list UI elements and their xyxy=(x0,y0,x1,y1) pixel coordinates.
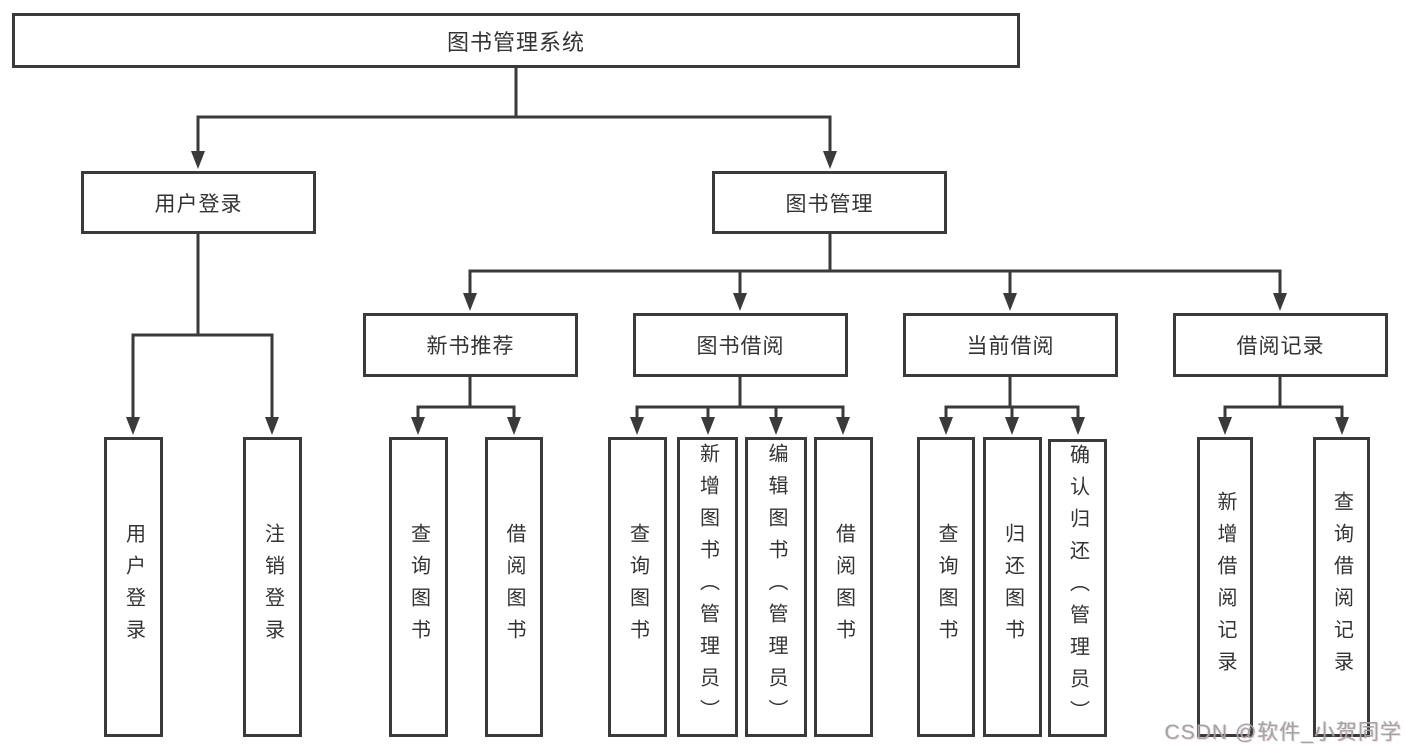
arrow-icon xyxy=(836,417,850,435)
leaf-label: 注销登录 xyxy=(261,523,284,651)
leaf-label: 新增图书（管理员） xyxy=(696,443,719,731)
leaf-logout: 注销登录 xyxy=(243,437,302,737)
arrow-icon xyxy=(1003,293,1017,311)
connector-userlogin-rail xyxy=(131,333,274,420)
leaf-return-books: 归还图书 xyxy=(983,437,1042,737)
arrow-icon xyxy=(463,293,477,311)
leaf-add-books-admin: 新增图书（管理员） xyxy=(677,437,738,737)
leaf-query-books-3: 查询图书 xyxy=(917,437,975,737)
arrow-icon xyxy=(701,417,715,435)
leaf-label: 用户登录 xyxy=(122,523,145,651)
leaf-label: 查询图书 xyxy=(407,523,430,651)
leaf-query-books-2: 查询图书 xyxy=(608,437,667,737)
node-user-login: 用户登录 xyxy=(81,171,316,234)
leaf-borrow-books-1: 借阅图书 xyxy=(485,437,543,737)
connector-root-rail xyxy=(196,115,832,153)
leaf-label: 借阅图书 xyxy=(832,523,855,651)
leaf-confirm-return-admin: 确认归还（管理员） xyxy=(1048,439,1107,737)
leaf-add-borrow-record: 新增借阅记录 xyxy=(1197,437,1253,737)
arrow-icon xyxy=(823,151,837,169)
arrow-icon xyxy=(1218,417,1232,435)
arrow-icon xyxy=(1071,417,1085,435)
leaf-label: 借阅图书 xyxy=(503,523,525,651)
leaf-label: 新增借阅记录 xyxy=(1214,491,1236,683)
connector-newbook-rail xyxy=(416,405,516,420)
node-current-borrow: 当前借阅 xyxy=(903,313,1118,377)
arrow-icon xyxy=(1005,417,1019,435)
arrow-icon xyxy=(507,417,521,435)
connector-currentborrow-rail xyxy=(944,405,1080,420)
arrow-icon xyxy=(265,417,279,435)
leaf-query-books-1: 查询图书 xyxy=(389,437,448,737)
arrow-icon xyxy=(1273,293,1287,311)
arrow-icon xyxy=(769,417,783,435)
leaf-label: 查询图书 xyxy=(626,523,649,651)
arrow-icon xyxy=(411,417,425,435)
csdn-watermark: CSDN @软件_小贺同学 xyxy=(1164,721,1402,744)
leaf-label: 编辑图书（管理员） xyxy=(765,443,787,731)
leaf-label: 查询图书 xyxy=(935,523,957,651)
leaf-query-borrow-record: 查询借阅记录 xyxy=(1313,437,1370,737)
node-book-management: 图书管理 xyxy=(712,171,947,234)
arrow-icon xyxy=(191,151,205,169)
leaf-borrow-books-2: 借阅图书 xyxy=(814,437,873,737)
node-book-borrow: 图书借阅 xyxy=(633,313,848,377)
node-new-book-recommend: 新书推荐 xyxy=(363,313,578,377)
leaf-label: 查询借阅记录 xyxy=(1330,491,1353,683)
node-library-management-system: 图书管理系统 xyxy=(12,13,1020,68)
arrow-icon xyxy=(939,417,953,435)
node-borrow-records: 借阅记录 xyxy=(1173,313,1388,377)
leaf-label: 归还图书 xyxy=(1001,523,1024,651)
connector-bookborrow-rail xyxy=(635,405,845,420)
leaf-user-login: 用户登录 xyxy=(104,437,163,737)
connector-borrowrecords-rail xyxy=(1223,405,1344,420)
arrow-icon xyxy=(630,417,644,435)
leaf-edit-books-admin: 编辑图书（管理员） xyxy=(745,437,807,737)
leaf-label: 确认归还（管理员） xyxy=(1066,444,1089,732)
arrow-icon xyxy=(733,293,747,311)
arrow-icon xyxy=(126,417,140,435)
arrow-icon xyxy=(1335,417,1349,435)
connector-bookmgmt-rail xyxy=(468,269,1282,296)
